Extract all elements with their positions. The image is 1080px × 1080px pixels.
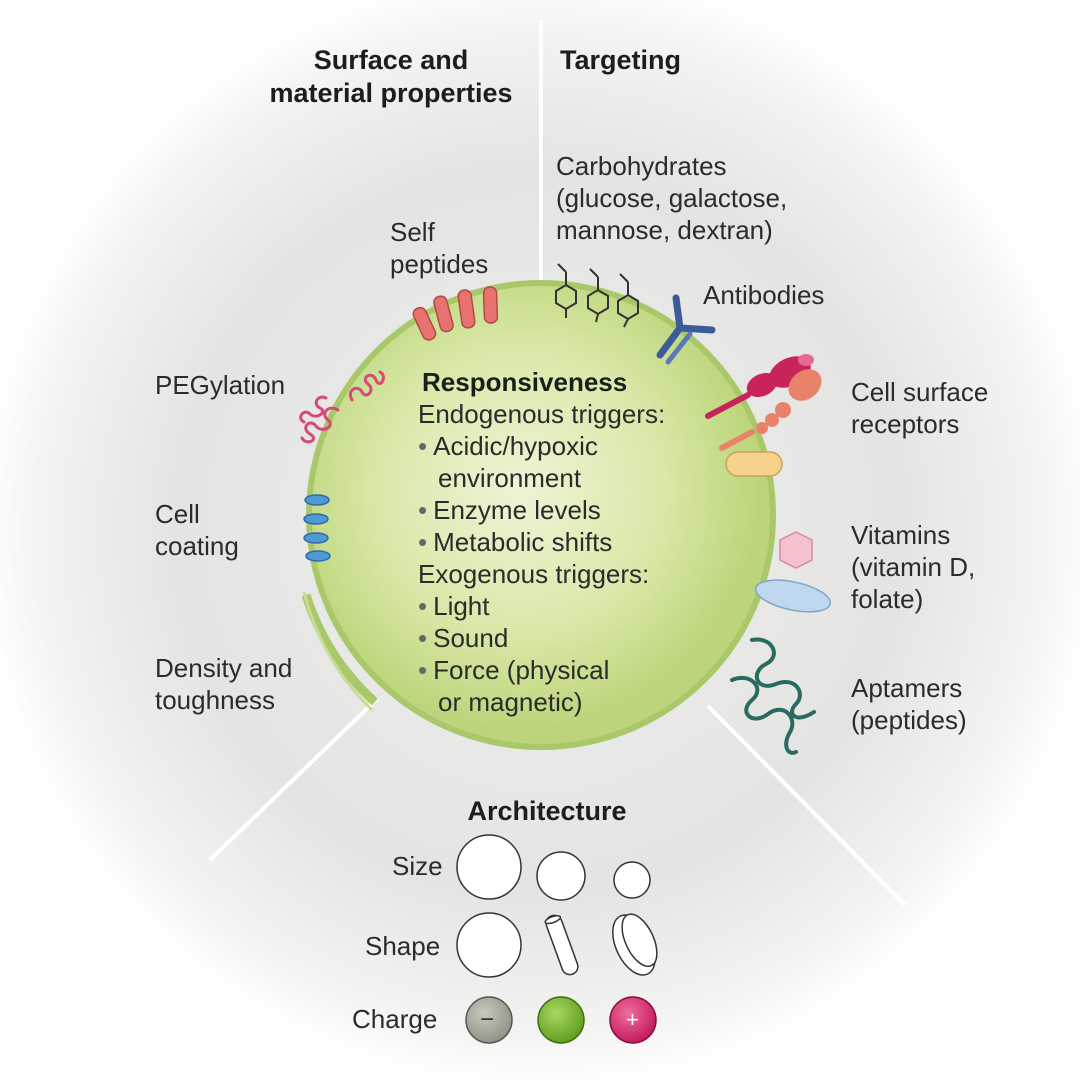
- size-circles: [456, 834, 651, 901]
- size-large-icon: [456, 834, 522, 900]
- label-charge: Charge: [352, 1004, 438, 1034]
- size-small-icon: [613, 861, 651, 899]
- label-antibodies: Antibodies: [703, 280, 825, 310]
- shape-disk-icon: [612, 913, 658, 976]
- label-shape: Shape: [365, 931, 441, 961]
- shape-sphere-icon: [456, 912, 522, 978]
- antibody-icon: [656, 294, 716, 365]
- label-carbohydrates: Carbohydrates (glucose, galactose, manno…: [556, 151, 788, 245]
- endogenous-item: •Metabolic shifts: [418, 527, 613, 557]
- label-aptamers: Aptamers (peptides): [851, 673, 967, 735]
- shape-rod-icon: [544, 914, 579, 976]
- responsiveness-block: Responsiveness Endogenous triggers: •Aci…: [418, 366, 665, 718]
- label-cell-coating: Cell coating: [155, 499, 239, 561]
- exogenous-item: •Light: [418, 591, 490, 621]
- negative-charge-icon: [465, 996, 513, 1044]
- label-cell-surface-receptors: Cell surface receptors: [851, 377, 989, 439]
- positive-charge-symbol: +: [626, 1007, 639, 1032]
- cell-surface-receptors-icon: [705, 354, 822, 477]
- label-density-toughness: Density and toughness: [155, 653, 293, 715]
- density-coating-arc: [301, 593, 379, 706]
- neutral-charge-icon: [537, 996, 585, 1044]
- shape-icons: [456, 912, 658, 978]
- label-size: Size: [392, 851, 443, 881]
- self-peptides-icon: [412, 286, 499, 341]
- divider-lower-left: [208, 696, 380, 862]
- size-medium-icon: [536, 851, 586, 901]
- label-self-peptides: Self peptides: [390, 217, 489, 279]
- heading-architecture: Architecture: [467, 796, 627, 826]
- endogenous-item: •Acidic/hypoxic: [418, 431, 598, 461]
- label-pegylation: PEGylation: [155, 370, 286, 400]
- label-vitamins: Vitamins (vitamin D, folate): [851, 520, 976, 614]
- charge-icons: [465, 996, 657, 1044]
- positive-charge-icon: [609, 996, 657, 1044]
- vitamins-icon: [754, 531, 832, 613]
- responsiveness-title: Responsiveness: [422, 367, 628, 397]
- exogenous-item: •Force (physical: [418, 655, 610, 685]
- negative-charge-symbol: −: [480, 1006, 495, 1033]
- heading-targeting: Targeting: [560, 45, 681, 75]
- divider-lower-right: [706, 704, 907, 907]
- endogenous-header: Endogenous triggers:: [418, 399, 666, 429]
- exogenous-item-continued: or magnetic): [438, 687, 583, 717]
- exogenous-header: Exogenous triggers:: [418, 559, 650, 589]
- endogenous-item-continued: environment: [438, 463, 582, 493]
- exogenous-item: •Sound: [418, 623, 509, 653]
- peg-chains-icon: [299, 370, 385, 444]
- heading-surface-material-properties: Surface and material properties: [269, 45, 513, 108]
- carbohydrates-icon: [555, 263, 639, 328]
- aptamers-icon: [730, 637, 816, 755]
- cell-coating-icon: [303, 494, 331, 562]
- density-coating-arc-outer: [302, 591, 374, 712]
- endogenous-item: •Enzyme levels: [418, 495, 601, 525]
